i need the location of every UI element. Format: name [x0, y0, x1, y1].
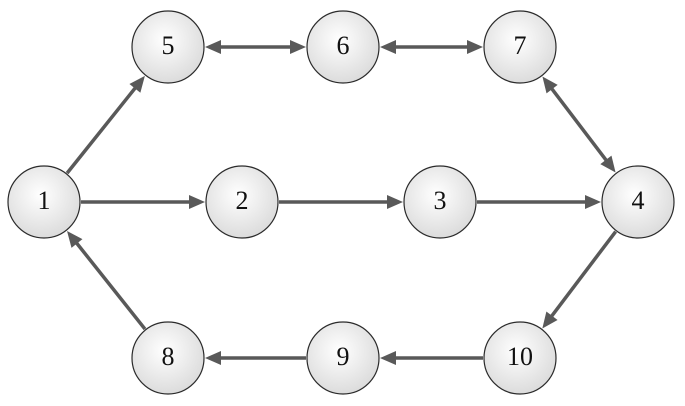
node-circle-1 — [7, 165, 81, 239]
node-8: 8 — [131, 321, 205, 395]
node-label-8: 8 — [162, 342, 175, 371]
edges — [65, 40, 618, 365]
arrowhead-3-4 — [585, 195, 601, 209]
edge-7-4 — [542, 76, 616, 173]
node-label-1: 1 — [38, 186, 51, 215]
arrowhead-6-7 — [467, 40, 483, 54]
edge-4-10 — [542, 230, 618, 329]
arrowhead-9-8 — [205, 351, 221, 365]
arrowhead-8-1 — [67, 230, 83, 248]
node-circle-3 — [403, 165, 477, 239]
node-1: 1 — [7, 165, 81, 239]
node-label-10: 10 — [507, 342, 533, 371]
arrowhead-10-9 — [380, 351, 396, 365]
arrowhead-6-5 — [205, 40, 221, 54]
node-circle-10 — [483, 321, 557, 395]
edge-1-2 — [81, 195, 205, 209]
edge-10-9 — [380, 351, 483, 365]
node-circle-8 — [131, 321, 205, 395]
node-label-2: 2 — [236, 186, 249, 215]
node-label-4: 4 — [632, 186, 645, 215]
node-circle-2 — [205, 165, 279, 239]
edge-6-7 — [380, 40, 483, 54]
nodes: 1 2 3 4 5 6 7 8 9 10 — [7, 10, 675, 395]
node-6: 6 — [306, 10, 380, 84]
node-circle-7 — [483, 10, 557, 84]
edge-line-1-5 — [65, 84, 139, 175]
node-2: 2 — [205, 165, 279, 239]
node-4: 4 — [601, 165, 675, 239]
node-circle-5 — [131, 10, 205, 84]
node-circle-9 — [306, 321, 380, 395]
node-label-3: 3 — [434, 186, 447, 215]
node-label-5: 5 — [162, 31, 175, 60]
arrowhead-1-2 — [189, 195, 205, 209]
edge-5-6 — [205, 40, 306, 54]
arrowhead-5-6 — [290, 40, 306, 54]
node-circle-4 — [601, 165, 675, 239]
node-label-7: 7 — [514, 31, 527, 60]
node-5: 5 — [131, 10, 205, 84]
node-label-6: 6 — [337, 31, 350, 60]
node-circle-6 — [306, 10, 380, 84]
arrowhead-1-5 — [129, 75, 145, 93]
node-label-9: 9 — [337, 342, 350, 371]
edge-line-7-4 — [548, 84, 610, 165]
arrowhead-4-7 — [542, 76, 558, 94]
edge-1-5 — [65, 75, 145, 175]
node-7: 7 — [483, 10, 557, 84]
arrowhead-2-3 — [387, 195, 403, 209]
node-3: 3 — [403, 165, 477, 239]
edge-8-1 — [67, 230, 147, 331]
edge-2-3 — [279, 195, 403, 209]
edge-9-8 — [205, 351, 306, 365]
edge-3-4 — [477, 195, 601, 209]
arrowhead-4-10 — [542, 311, 558, 329]
edge-line-4-10 — [548, 230, 618, 320]
node-9: 9 — [306, 321, 380, 395]
arrowhead-7-4 — [600, 155, 616, 173]
arrowhead-7-6 — [380, 40, 396, 54]
node-10: 10 — [483, 321, 557, 395]
edge-line-8-1 — [73, 239, 147, 331]
